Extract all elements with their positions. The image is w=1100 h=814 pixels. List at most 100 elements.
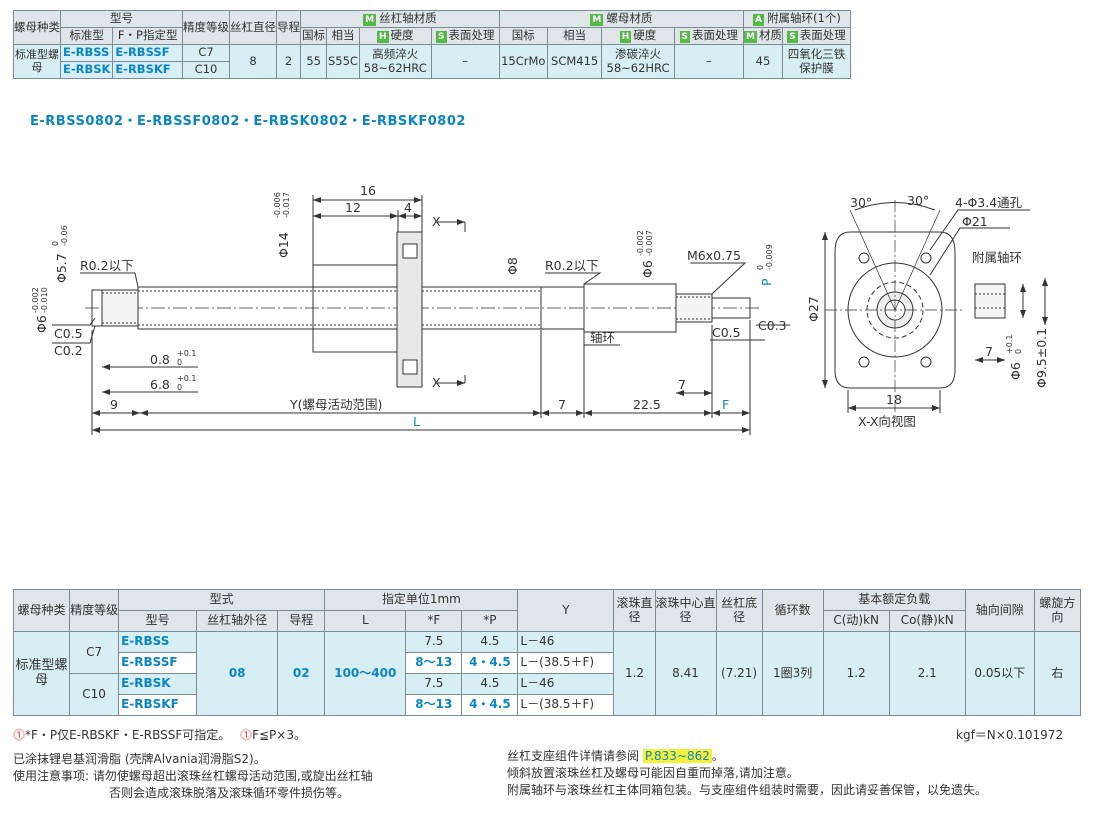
Y-cell: L－46 — [517, 673, 615, 695]
lead-cell: 2 — [276, 44, 302, 79]
dim-phi57: Φ5.7 — [54, 253, 69, 283]
precision-cell: C7 — [69, 631, 120, 674]
header-ball-center: 滚珠中心直径 — [654, 589, 717, 632]
header-unit: 指定单位1mm — [324, 589, 519, 611]
header-lead: 导程 — [276, 10, 302, 45]
label-c05-right: C0.5 — [712, 325, 741, 340]
label-c02: C0.2 — [54, 343, 83, 358]
Y-cell: L－46 — [517, 631, 615, 653]
model-cell: E-RBSSF — [118, 652, 198, 674]
header-axial: 轴向间隙 — [964, 589, 1035, 632]
precision-cell: C10 — [182, 61, 231, 79]
header-fp: F・P指定型 — [112, 27, 184, 45]
dim-ring-phi6: Φ6 — [1008, 362, 1023, 380]
label-x-bottom: X — [432, 375, 441, 390]
svg-text:+0.1: +0.1 — [177, 349, 196, 358]
eq-cell: S55C — [326, 44, 360, 79]
note-support: 丝杠支座组件详情请参阅 P.833~862。 — [507, 749, 724, 763]
page-ref-link[interactable]: P.833~862 — [642, 749, 712, 763]
dim-phi8: Φ8 — [505, 257, 520, 275]
model-cell: E-RBSKF — [118, 694, 198, 716]
note-kgf: kgf＝N×0.101972 — [956, 728, 1064, 742]
P-cell: 4・4.5 — [461, 652, 519, 674]
svg-text:+0.1: +0.1 — [1005, 335, 1014, 354]
dim-7b: 7 — [678, 377, 686, 392]
svg-text:-0.009: -0.009 — [765, 244, 774, 270]
od-cell: 08 — [196, 631, 279, 716]
svg-text:-0.006: -0.006 — [273, 192, 282, 218]
P-cell: 4.5 — [461, 631, 519, 653]
m-tag-icon: M — [743, 31, 757, 43]
header-co: Co(静)kN — [888, 610, 966, 632]
header-P: *P — [461, 610, 519, 632]
note-fp: ⓵*F・P仅E-RBSKF・E-RBSSF可指定。 ⓵F≦P×3。 — [13, 728, 306, 742]
label-ring-title: 附属轴环 — [972, 250, 1022, 265]
label-x-top: X — [432, 214, 441, 229]
precision-cell: C10 — [69, 673, 120, 716]
P-cell: 4・4.5 — [461, 694, 519, 716]
model-cell: E-RBSK — [59, 61, 114, 79]
h-tag-icon: H — [619, 31, 632, 43]
label-r02-left: R0.2以下 — [80, 258, 134, 273]
circuits-cell: 1圈3列 — [761, 631, 824, 716]
F-cell: 8～13 — [405, 652, 463, 674]
m-tag-icon: M — [590, 14, 604, 26]
svg-text:0: 0 — [177, 358, 182, 367]
svg-text:-0.002: -0.002 — [636, 230, 645, 256]
dim-9: 9 — [110, 397, 118, 412]
header-od: 丝杠轴外径 — [196, 610, 279, 632]
h-tag-icon: H — [376, 31, 389, 43]
header-standard: 标准型 — [59, 27, 114, 45]
dim-4: 4 — [404, 200, 412, 215]
ring-surface-cell: 四氧化三铁保护膜 — [781, 44, 852, 79]
s-tag-icon: S — [787, 31, 798, 43]
dim-phi27: Φ27 — [806, 296, 821, 322]
svg-text:0: 0 — [1014, 349, 1023, 354]
model-cell: E-RBSS — [59, 44, 114, 62]
label-r02-right: R0.2以下 — [545, 258, 599, 273]
header-eq: 相当 — [326, 27, 360, 45]
angle-30-right: 30° — [907, 193, 929, 208]
header-root: 丝杠底径 — [715, 589, 763, 632]
header-lead: 导程 — [277, 610, 326, 632]
P-cell: 4.5 — [461, 673, 519, 695]
header-ball: 滚珠直径 — [613, 589, 656, 632]
F-cell: 7.5 — [405, 631, 463, 653]
svg-text:-0.017: -0.017 — [282, 192, 291, 218]
svg-text:-0.002: -0.002 — [31, 287, 40, 313]
dim-22-5: 22.5 — [633, 397, 661, 412]
svg-text:0: 0 — [756, 265, 765, 270]
gb2-cell: 15CrMo — [498, 44, 548, 79]
dim-18: 18 — [886, 392, 902, 407]
dim-phi6-right: Φ6 — [640, 260, 655, 278]
surface-cell: – — [430, 44, 500, 79]
header-gb: 国标 — [300, 27, 328, 45]
header-circuits: 循环数 — [761, 589, 824, 632]
model-cell: E-RBSK — [118, 673, 198, 695]
note-ring: 附属轴环与滚珠丝杠主体同箱包装。与支座组件组装时需要，因此请妥善保管，以免遗失。 — [507, 783, 988, 797]
dim-phi6-left: Φ6 — [34, 315, 49, 333]
s-tag-icon: S — [436, 31, 447, 43]
label-P: P — [759, 278, 774, 286]
model-cell: E-RBSSF — [112, 44, 184, 62]
header-nut-type: 螺母种类 — [13, 10, 61, 45]
nut-type-cell: 标准型螺母 — [13, 44, 61, 79]
dimension-table: 螺母种类 精度等级 型式 指定单位1mm Y 滚珠直径 滚珠中心直径 丝杠底径 … — [12, 589, 1082, 716]
s-tag-icon: S — [679, 31, 690, 43]
m-tag-icon: M — [363, 14, 377, 26]
precision-cell: C7 — [182, 44, 231, 62]
root-cell: (7.21) — [715, 631, 763, 716]
svg-text:-0.06: -0.06 — [60, 225, 69, 246]
label-L: L — [413, 414, 420, 429]
model-cell: E-RBSKF — [112, 61, 184, 79]
L-cell: 100～400 — [324, 631, 407, 716]
c-cell: 1.2 — [822, 631, 890, 716]
model-cell: E-RBSS — [118, 631, 198, 653]
